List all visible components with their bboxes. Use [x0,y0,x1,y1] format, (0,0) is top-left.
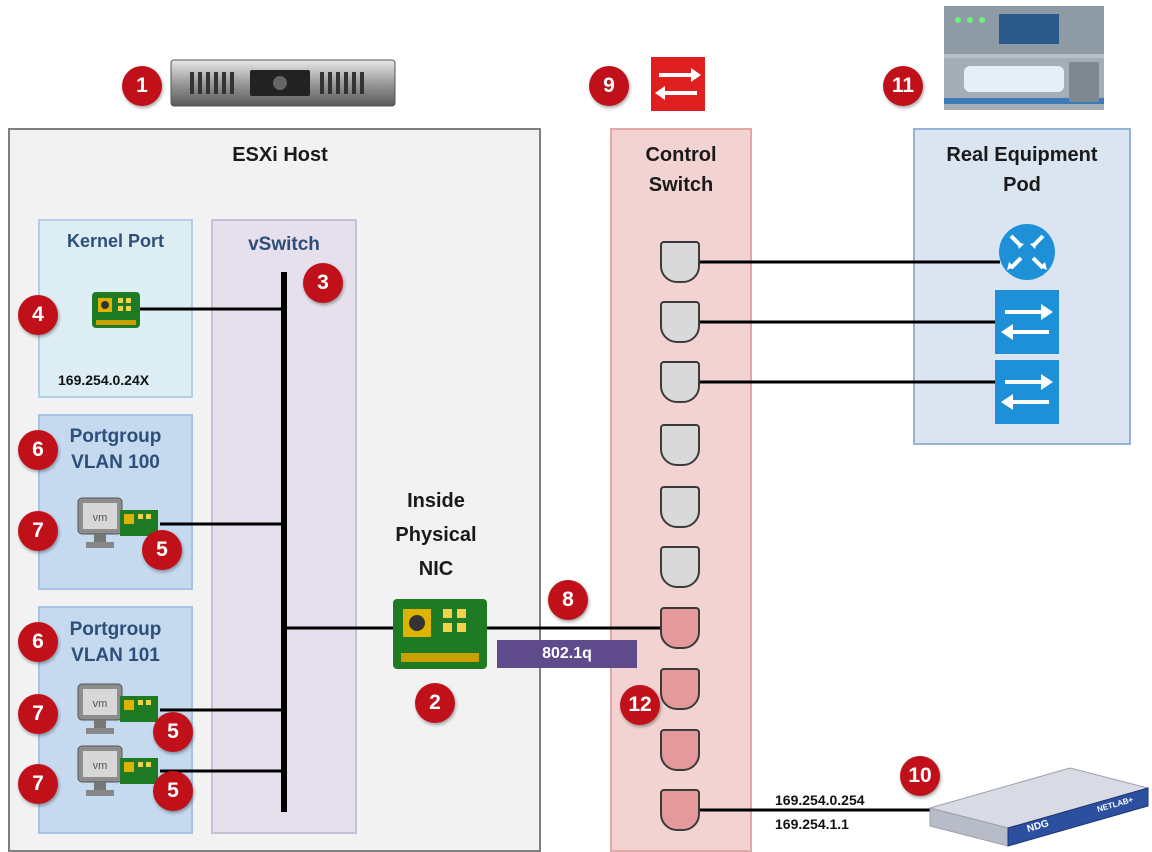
kernel-ip: 169.254.0.24X [58,372,150,388]
nic-icon [92,292,140,328]
vm-label: vm [93,698,108,710]
callout-5: 5 [153,771,193,811]
control-switch-vlan-port [660,729,700,771]
control-switch-port [660,361,700,403]
inside-nic-title-line3: NIC [418,558,454,580]
netlab-ip-2: 169.254.1.1 [775,816,849,832]
kernel-port-title: Kernel Port [66,231,165,251]
vm-label: vm [93,760,108,772]
callout-7: 7 [18,511,58,551]
callout-8: 8 [548,580,588,620]
real-pod-title-line1: Real Equipment [946,144,1098,166]
portgroup-101-title-line1: Portgroup [69,619,162,640]
switch-icon [995,360,1059,424]
server-icon [170,59,396,107]
callout-12: 12 [620,685,660,725]
callout-7: 7 [18,764,58,804]
callout-10: 10 [900,756,940,796]
portgroup-100-title-line2: VLAN 100 [71,452,160,473]
callout-4: 4 [18,295,58,335]
inside-nic-title-line1: Inside [407,490,465,512]
netlab-ip-1: 169.254.0.254 [775,792,865,808]
callout-11: 11 [883,66,923,106]
control-switch-port [660,301,700,343]
control-switch-port [660,546,700,588]
control-switch-title-line1: Control [645,144,717,166]
control-switch-port [660,424,700,466]
router-icon [999,224,1055,280]
callout-2: 2 [415,683,455,723]
control-switch-title-line2: Switch [648,174,714,196]
vm-icon: vm [77,745,158,796]
portgroup-101-title-line2: VLAN 101 [71,645,160,666]
switch-icon [651,57,705,111]
vm-label: vm [93,512,108,524]
control-switch-vlan-port [660,607,700,649]
callout-7: 7 [18,694,58,734]
switch-icon [995,290,1059,354]
control-switch-vlan-port [660,789,700,831]
control-switch-port [660,486,700,528]
control-switch-vlan-port [660,668,700,710]
callout-6: 6 [18,430,58,470]
real-equipment-pod-box [913,128,1131,445]
esxi-host-title: ESXi Host [232,144,328,166]
portgroup-100-title-line1: Portgroup [69,426,162,447]
callout-5: 5 [142,530,182,570]
callout-9: 9 [589,66,629,106]
callout-5: 5 [153,712,193,752]
callout-3: 3 [303,263,343,303]
vswitch-title: vSwitch [248,234,320,255]
vm-icon: vm [77,683,158,734]
netlab-appliance-icon: NDG NETLAB+ [928,767,1150,847]
callout-1: 1 [122,66,162,106]
trunk-8021q-tag: 802.1q [497,640,637,668]
inside-nic-title-line2: Physical [395,524,477,546]
real-pod-title-line2: Pod [1003,174,1041,196]
callout-6: 6 [18,622,58,662]
rack-photo-icon [944,6,1104,110]
control-switch-port [660,241,700,283]
nic-icon [393,599,487,669]
